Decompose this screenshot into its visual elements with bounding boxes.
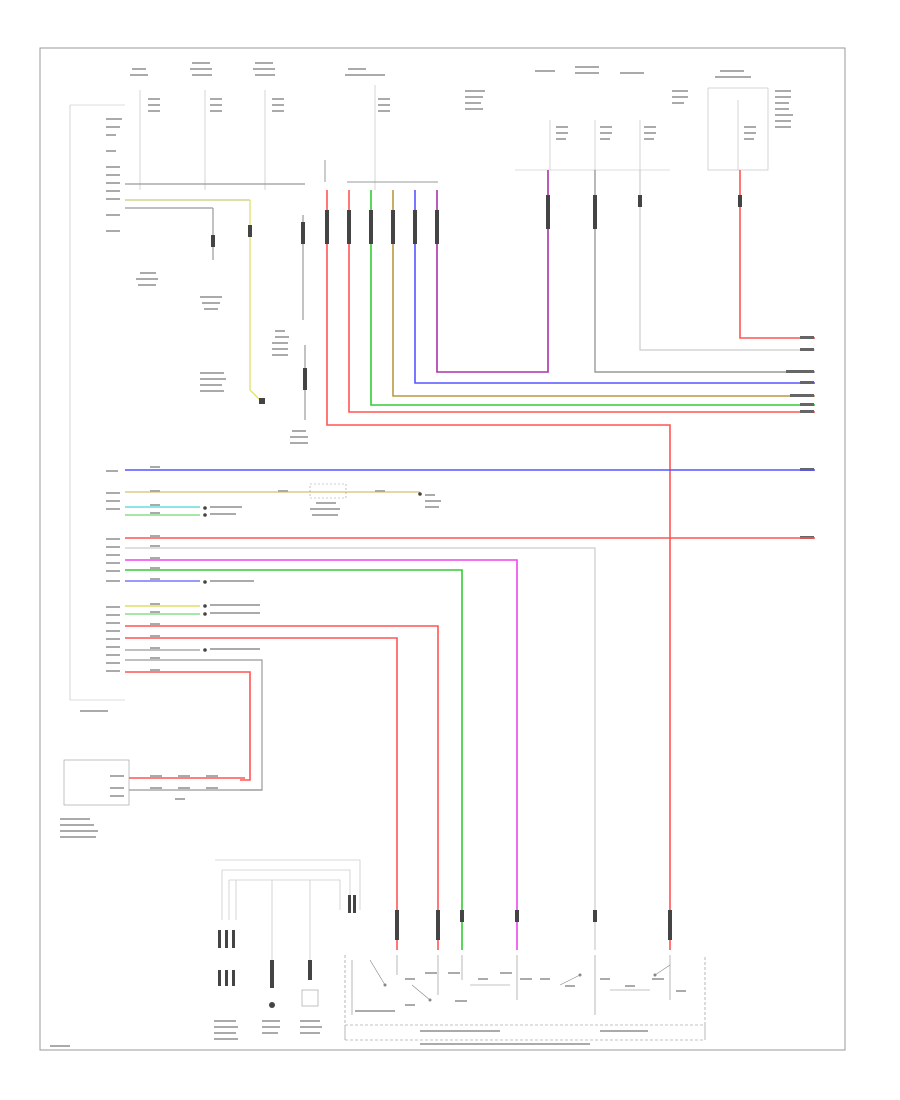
wire-purple [436,170,549,373]
connector-marks-harness [325,195,742,244]
fuse-box-group [139,85,769,190]
wire-green-2 [125,569,463,950]
switch-labels [405,972,686,1006]
wire-green-1 [370,190,815,406]
mid-wire-labels [150,466,441,671]
wire-red-1 [326,190,671,950]
sensor-box [63,759,130,806]
sensor-labels [60,775,218,838]
wire-blue-1 [414,190,815,384]
wire-gray-mid [125,547,596,950]
mid-connector-marks [203,492,422,652]
wire-gray-loop [125,659,263,791]
main-ecu-outline [69,104,125,701]
ecu-pin-labels [80,118,122,712]
header-label-marks [130,62,793,140]
wire-red-5 [125,637,398,950]
wire-magenta [125,559,518,950]
switch-assembly [344,955,706,1041]
bottom-labels [50,1010,648,1047]
diagram-frame [39,47,846,1051]
joint-connector [309,483,347,499]
wire-red-right [739,170,815,339]
bottom-connectors [218,895,672,1008]
wire-lightgray-right [639,170,815,351]
right-end-labels [786,336,814,539]
connector-marks-top-left [211,222,307,404]
wire-red-loop [125,671,251,781]
wire-red-4 [125,625,439,950]
bottom-gray-harness [215,859,361,960]
component-labels-top-left [136,272,308,444]
joint-connector-label [310,502,340,516]
wire-red-2 [348,190,815,413]
wire-tan [392,190,815,397]
wire-gray-right [594,170,815,373]
